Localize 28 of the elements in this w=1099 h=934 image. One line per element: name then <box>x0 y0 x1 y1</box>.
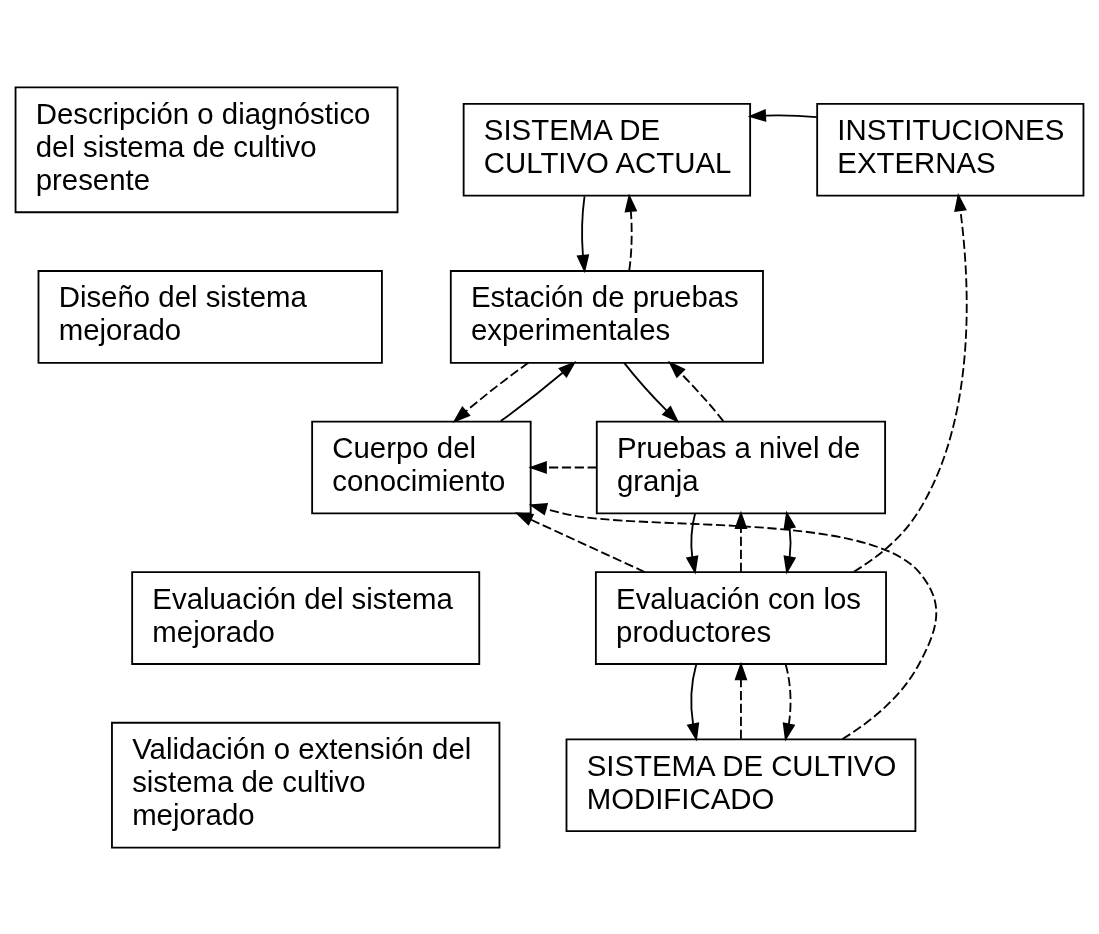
node-box: SISTEMA DE CULTIVO MODIFICADO <box>565 737 917 832</box>
arrow <box>623 361 680 423</box>
arrow <box>734 510 748 573</box>
node-box: Descripción o diagnóstico del sistema de cultivo presente <box>14 85 399 213</box>
arrow <box>852 192 968 573</box>
node-box: Validación o extensión del sistema de cultivo mejorado <box>111 721 501 849</box>
arrow <box>686 663 700 741</box>
node-box: Diseño del sistema mejorado <box>37 269 383 364</box>
node-box: Estación de pruebas experimentales <box>449 269 764 364</box>
node-box: Pruebas a nivel de granja <box>595 420 887 514</box>
node-box: SISTEMA DE CULTIVO ACTUAL <box>462 102 752 197</box>
arrow <box>782 663 796 741</box>
arrow <box>576 194 590 273</box>
arrow <box>514 511 646 573</box>
arrow <box>499 360 577 422</box>
arrow <box>624 193 638 271</box>
arrow <box>528 502 938 740</box>
arrow <box>747 108 818 122</box>
node-box: Evaluación del sistema mejorado <box>131 570 481 665</box>
arrow <box>734 661 748 740</box>
arrow <box>528 460 598 474</box>
node-box: Evaluación con los productores <box>594 570 887 665</box>
arrow <box>668 360 725 422</box>
arrow <box>783 510 797 574</box>
arrow <box>685 512 699 574</box>
node-box: INSTITUCIONES EXTERNAS <box>816 102 1085 197</box>
arrow <box>452 361 530 423</box>
node-box: Cuerpo del conocimiento <box>311 420 532 514</box>
